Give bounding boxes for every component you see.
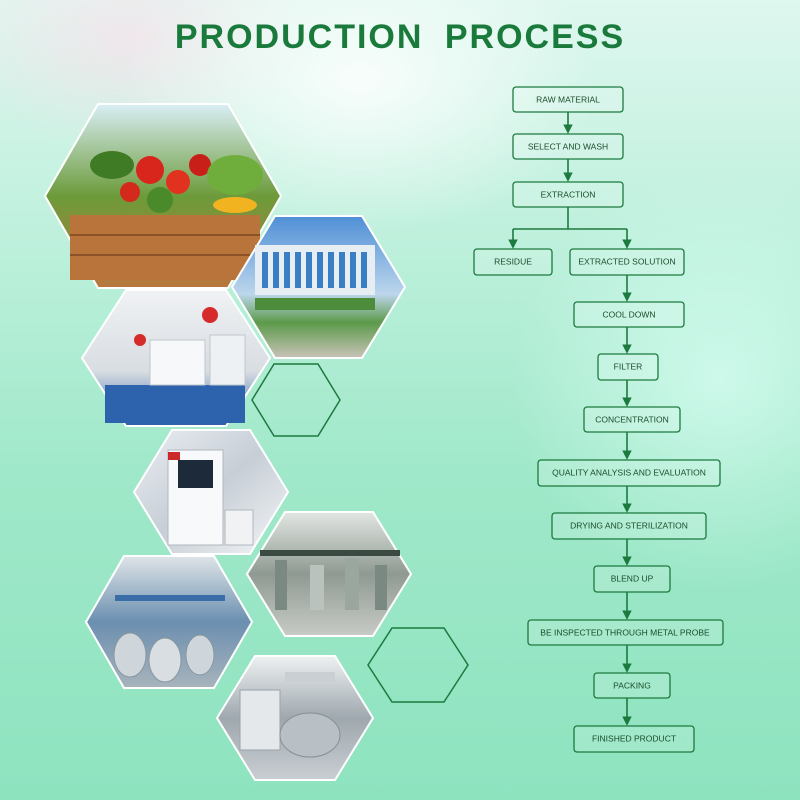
step-select-and-wash-label: SELECT AND WASH (528, 141, 608, 151)
step-extraction: EXTRACTION (512, 181, 624, 208)
flow-arrows (508, 112, 632, 726)
laboratory-photo (80, 289, 272, 427)
step-quality-analysis-label: QUALITY ANALYSIS AND EVALUATION (552, 467, 706, 477)
empty-hexagon-outline (251, 363, 341, 437)
step-concentration: CONCENTRATION (583, 406, 681, 433)
step-cool-down-label: COOL DOWN (602, 309, 655, 319)
step-extraction-label: EXTRACTION (541, 189, 596, 199)
step-extracted-solution-label: EXTRACTED SOLUTION (578, 256, 675, 266)
vegetables-photo (43, 103, 283, 289)
step-blend-up: BLEND UP (593, 565, 671, 593)
step-finished-product-label: FINISHED PRODUCT (592, 733, 676, 743)
step-packing: PACKING (593, 672, 671, 699)
step-raw-material: RAW MATERIAL (512, 86, 624, 113)
step-concentration-label: CONCENTRATION (595, 414, 669, 424)
page-title: PRODUCTION PROCESS (174, 18, 626, 56)
step-residue-label: RESIDUE (494, 256, 532, 266)
factory-building-photo (230, 215, 407, 359)
step-drying-sterilization-label: DRYING AND STERILIZATION (570, 520, 688, 530)
step-raw-material-label: RAW MATERIAL (536, 94, 600, 104)
step-drying-sterilization: DRYING AND STERILIZATION (551, 512, 707, 540)
workshop-photo (245, 511, 413, 637)
step-finished-product: FINISHED PRODUCT (573, 725, 695, 753)
lab-instrument-photo (132, 429, 290, 555)
step-select-and-wash: SELECT AND WASH (512, 133, 624, 160)
step-filter: FILTER (597, 353, 659, 381)
step-metal-probe-inspection: BE INSPECTED THROUGH METAL PROBE (527, 619, 724, 646)
empty-hexagon-outline-2 (367, 627, 469, 703)
step-residue: RESIDUE (473, 248, 553, 276)
extraction-tanks-photo (84, 555, 254, 689)
step-blend-up-label: BLEND UP (611, 573, 654, 583)
step-cool-down: COOL DOWN (573, 301, 685, 328)
step-metal-probe-inspection-label: BE INSPECTED THROUGH METAL PROBE (540, 627, 710, 637)
step-packing-label: PACKING (613, 680, 651, 690)
step-quality-analysis: QUALITY ANALYSIS AND EVALUATION (537, 459, 721, 487)
step-extracted-solution: EXTRACTED SOLUTION (569, 248, 685, 276)
step-filter-label: FILTER (614, 361, 643, 371)
dryer-equipment-photo (215, 655, 375, 781)
